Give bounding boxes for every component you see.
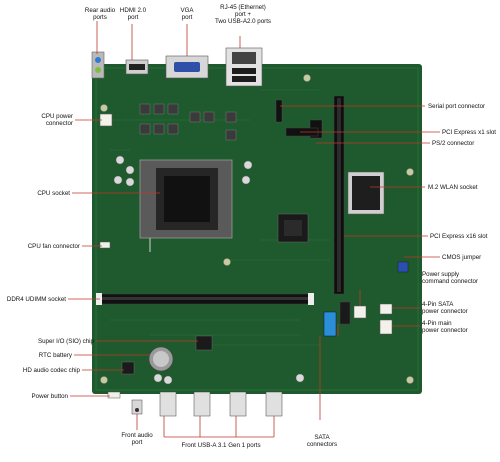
label-main-power: 4-Pin main power connector [422,320,468,334]
power-supply-command-connector [353,305,367,319]
leader-lines [68,21,440,438]
rear-audio-ports [91,51,105,79]
label-pcie-x1: PCI Express x1 slot [442,129,496,136]
capacitors [113,155,305,385]
vrm-chokes [139,103,237,141]
ddr4-udimm-socket [96,293,314,305]
rtc-battery [148,346,174,372]
label-psu-command: Power supply command connector [422,271,479,285]
label-front-usb: Front USB-A 3.1 Gen 1 ports [181,442,261,449]
label-hdmi-port: HDMI 2.0 port [119,7,147,21]
cmos-jumper [397,261,409,273]
label-cpu-fan-connector: CPU fan connector [27,243,80,250]
cpu-socket [139,159,233,252]
pcie-x16-slot [333,95,345,295]
main-power-connector [379,319,393,335]
power-button-header [107,391,121,399]
label-power-button: Power button [31,393,68,400]
m2-wlan-socket [347,171,385,215]
label-m2-wlan: M.2 WLAN socket [428,184,478,191]
label-super-io: Super I/O (SIO) chip [37,338,94,345]
label-ddr4-socket: DDR4 UDIMM socket [6,296,66,303]
label-cpu-power-connector: CPU power connector [41,113,73,127]
vga-port [165,55,209,79]
label-serial-port: Serial port connector [428,103,486,110]
label-sata-connectors: SATA connectors [306,434,338,448]
front-usb-ports [159,391,283,417]
hd-audio-codec-chip [121,361,135,375]
cpu-fan-connector [99,241,111,249]
super-io-chip [195,335,213,351]
hdmi-port [125,59,149,75]
front-audio-port [131,399,143,415]
rj45-usb-ports [225,47,263,87]
label-front-audio: Front audio port [121,432,153,446]
chipset [277,213,309,243]
label-rtc-battery: RTC battery [38,352,72,359]
sata-power-connector [379,303,393,315]
label-sata-power: 4-Pin SATA power connector [422,301,468,315]
sata-connectors [323,301,351,337]
label-cmos-jumper: CMOS jumper [442,254,482,261]
label-rear-audio-ports: Rear audio ports [84,7,116,21]
label-hd-audio: HD audio codec chip [22,367,80,374]
label-pcie-x16: PCI Express x16 slot [430,233,488,240]
label-vga-port: VGA port [180,7,194,21]
serial-port-connector [275,99,283,123]
label-ps2: PS/2 connector [432,140,475,147]
label-rj45-usb: RJ-45 (Ethernet) port + Two USB-A2.0 por… [214,4,272,25]
label-cpu-socket: CPU socket [37,190,70,197]
